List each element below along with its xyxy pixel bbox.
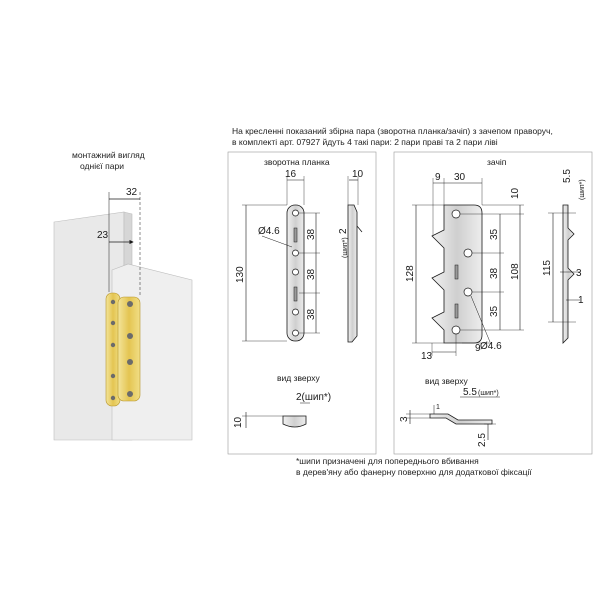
hook-side-dim-1: 1 [578,295,584,306]
frame-hook [393,151,593,455]
hook-front-view: 9 30 10 35 38 35 108 128 13 9 Ø4.6 [405,172,524,362]
mount-dim-32: 32 [126,187,138,198]
hook-dim-10: 10 [510,187,521,199]
hook-dim-9: 9 [435,172,441,183]
frame-back-plate [227,151,377,455]
mount-view-title-2: однієї пари [80,161,124,171]
hook-top-dim-25: 2.5 [477,433,488,447]
back-plate-top-view: вид зверху 2(шип*) 10 [233,373,331,428]
bp-side-spike: (шип*) [342,237,349,258]
hook-hole-dia: Ø4.6 [480,341,502,352]
hook-dim-108: 108 [510,263,521,280]
mount-view: 32 23 [53,187,193,441]
hook-side-dim-55: 5.5 [562,169,573,183]
hook-top-dim-3: 3 [399,416,410,422]
hook-dim-35b: 35 [489,305,500,317]
hook-dim-30: 30 [454,172,466,183]
mount-view-title-1: монтажний вигляд [72,150,145,160]
bp-side-dim-10: 10 [352,169,364,180]
hook-side-spike: (шип*) [579,179,586,200]
hook-top-dim-1: 1 [436,404,440,411]
hook-dim-35a: 35 [489,228,500,240]
hook-top-view-label: вид зверху [425,376,469,386]
bp-dim-16: 16 [285,169,297,180]
hook-dim-9b: 9 [475,343,481,354]
mount-dim-23: 23 [97,230,109,241]
back-plate-title: зворотна планка [264,157,330,167]
header-line-1: На кресленні показаний збірна пара (звор… [232,126,553,136]
bp-dim-38b: 38 [306,268,317,280]
hook-side-dim-3: 3 [576,268,582,279]
hook-top-dim-55: 5.5 [463,387,477,398]
footnote-line-1: *шипи призначені для попереднього вбиван… [296,456,479,466]
footnote-line-2: в дерев'яну або фанерну поверхню для дод… [296,467,532,477]
bp-dim-38c: 38 [306,308,317,320]
hook-side-view: 115 5.5 (шип*) 3 1 [542,169,586,344]
back-plate-front-view: 16 130 Ø4.6 38 38 38 [235,169,320,342]
brass-hook [117,296,141,402]
hook-side-dim-115: 115 [542,260,553,276]
bp-dim-38a: 38 [306,228,317,240]
hook-top-spike: (шип*) [478,390,499,397]
back-plate-side-view: 10 2 (шип*) [338,169,364,343]
hook-dim-13: 13 [421,351,433,362]
header-line-2: в комплекті арт. 07927 йдуть 4 такі пари… [232,137,498,147]
bp-side-dim-2: 2 [338,228,349,234]
bp-top-dim-2: 2(шип*) [296,392,331,403]
bp-top-view-label: вид зверху [277,373,321,383]
hook-top-view: вид зверху 5.5 (шип*) 1 3 2.5 [399,376,500,447]
bp-top-dim-10: 10 [233,416,244,428]
bp-hole-dia: Ø4.6 [258,226,280,237]
hook-dim-38: 38 [489,267,500,279]
hook-title: зачіп [487,157,507,167]
hook-dim-128: 128 [405,265,416,282]
bp-dim-130: 130 [235,266,246,283]
